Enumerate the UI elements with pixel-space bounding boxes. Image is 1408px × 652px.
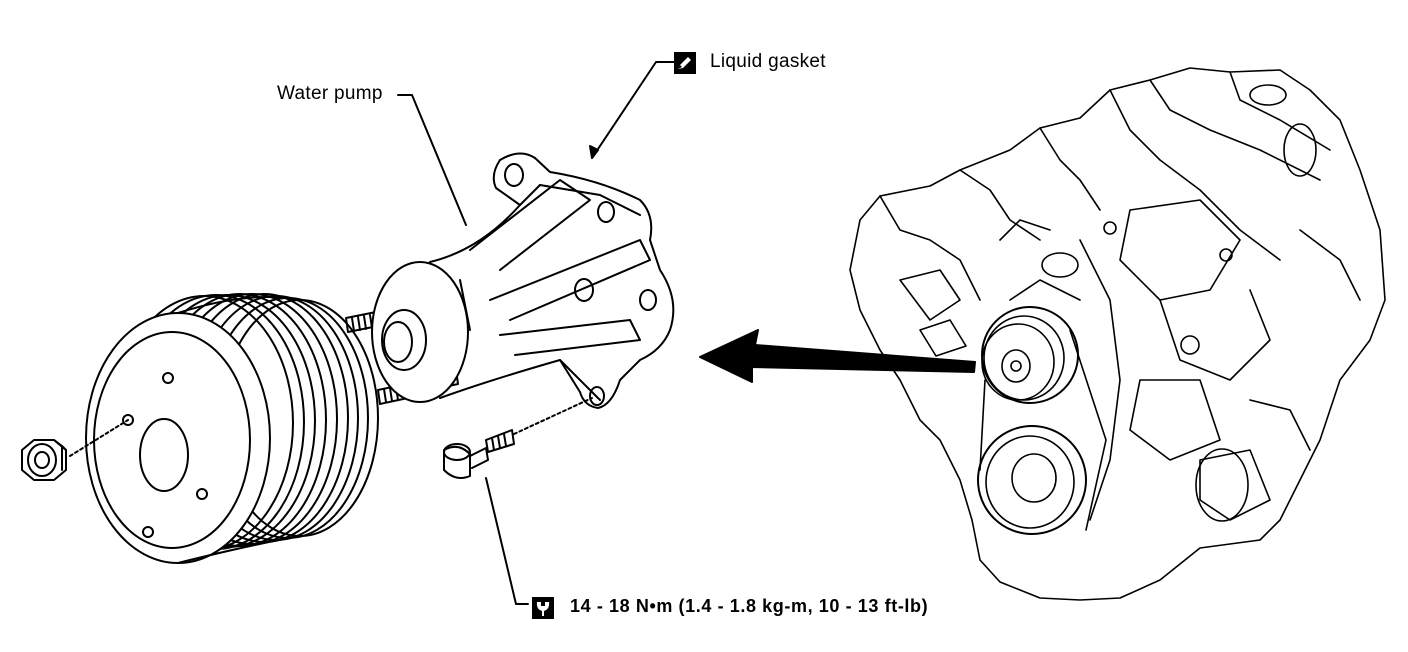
engine-assembly [849,67,1386,601]
pulley-nut [21,439,67,481]
pump-bolt [443,429,515,479]
direction-arrow [699,329,976,383]
water-pump [371,152,675,409]
leader-lines [397,61,675,605]
water-pump-label: Water pump [277,83,383,104]
torque-wrench-icon [532,597,554,619]
pulley [85,293,379,564]
liquid-gasket-icon [674,52,696,74]
liquid-gasket-label: Liquid gasket [710,51,826,72]
torque-spec-label: 14 - 18 N•m (1.4 - 1.8 kg-m, 10 - 13 ft-… [570,596,929,616]
